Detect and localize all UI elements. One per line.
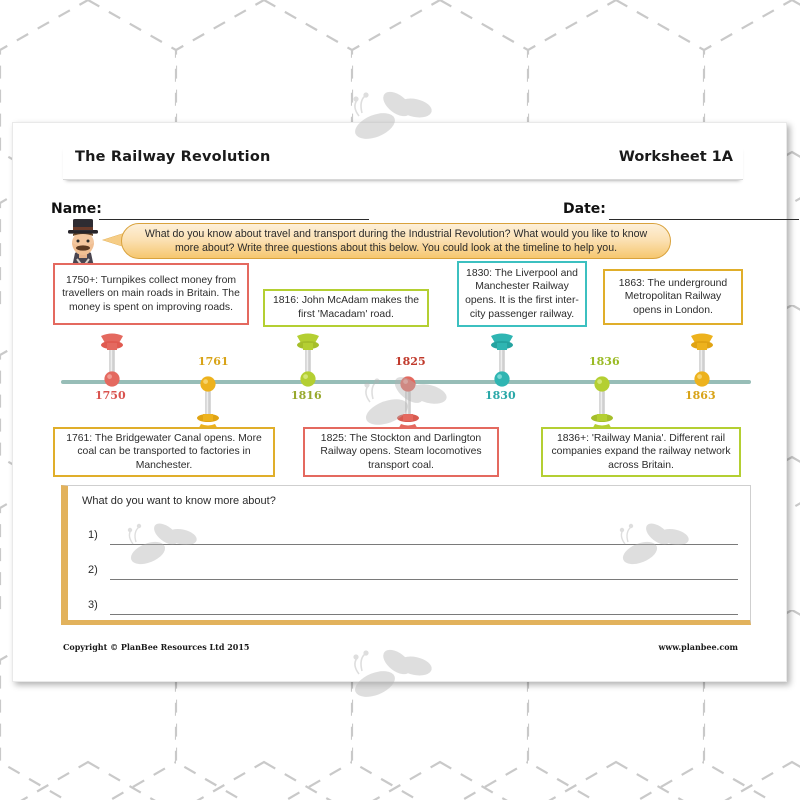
answer-number-3: 3): [88, 599, 98, 611]
date-input-line[interactable]: [609, 219, 799, 220]
speech-bubble-text: What do you know about travel and transp…: [144, 227, 648, 254]
timeline-pin-1830: [491, 333, 513, 387]
event-box-1816: 1816: John McAdam makes the first 'Macad…: [263, 289, 429, 327]
footer-website[interactable]: www.planbee.com: [658, 642, 738, 652]
timeline-year-1816: 1816: [291, 389, 322, 402]
answer-row-1: 1): [88, 529, 738, 545]
timeline-pin-1816: [297, 333, 319, 387]
name-input-line[interactable]: [99, 219, 369, 220]
event-box-1836: 1836+: 'Railway Mania'. Different rail c…: [541, 427, 741, 477]
date-label: Date:: [563, 201, 606, 217]
speech-bubble-tail: [103, 233, 125, 247]
answer-input-line-2[interactable]: [110, 579, 738, 580]
answer-number-2: 2): [88, 564, 98, 576]
name-date-row: Name: Date:: [51, 201, 799, 223]
answer-panel-question: What do you want to know more about?: [82, 495, 276, 507]
answer-row-2: 2): [88, 564, 738, 580]
timeline-pin-1863: [691, 333, 713, 387]
timeline-year-1836: 1836: [589, 355, 620, 368]
name-label: Name:: [51, 201, 102, 217]
header-bar: The Railway Revolution Worksheet 1A: [63, 145, 743, 180]
timeline-year-1825: 1825: [395, 355, 426, 368]
event-box-1761: 1761: The Bridgewater Canal opens. More …: [53, 427, 275, 477]
victorian-gentleman-icon: [67, 219, 99, 275]
event-box-1750: 1750+: Turnpikes collect money from trav…: [53, 263, 249, 325]
answer-input-line-3[interactable]: [110, 614, 738, 615]
timeline-year-1761: 1761: [198, 355, 229, 368]
worksheet-page: The Railway Revolution Worksheet 1A Name…: [12, 122, 799, 682]
timeline-pin-1750: [101, 333, 123, 387]
page-title: The Railway Revolution: [75, 149, 271, 165]
timeline-year-1830: 1830: [485, 389, 516, 402]
answer-row-3: 3): [88, 599, 738, 615]
event-box-1825: 1825: The Stockton and Darlington Railwa…: [303, 427, 499, 477]
answer-number-1: 1): [88, 529, 98, 541]
answer-panel: What do you want to know more about? 1) …: [61, 485, 751, 625]
event-box-1863: 1863: The underground Metropolitan Railw…: [603, 269, 743, 325]
footer-copyright: Copyright © PlanBee Resources Ltd 2015: [63, 642, 250, 652]
worksheet-number: Worksheet 1A: [618, 149, 733, 165]
answer-input-line-1[interactable]: [110, 544, 738, 545]
event-box-1830: 1830: The Liverpool and Manchester Railw…: [457, 261, 587, 327]
timeline-year-1750: 1750: [95, 389, 126, 402]
timeline-year-1863: 1863: [685, 389, 716, 402]
speech-bubble: What do you know about travel and transp…: [121, 223, 671, 259]
